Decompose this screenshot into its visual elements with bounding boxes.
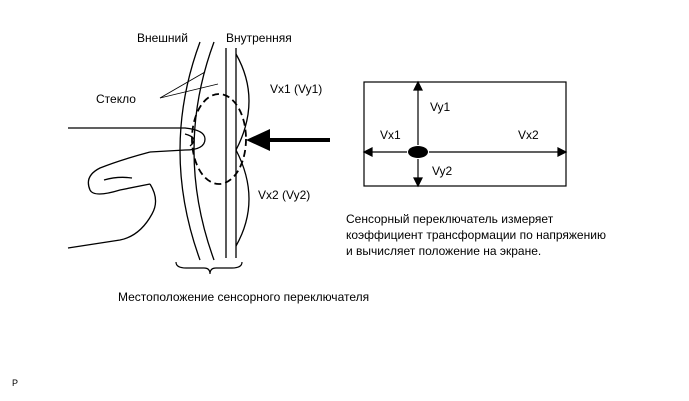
glass-leader-2 bbox=[159, 83, 219, 99]
vy1-arrow-head bbox=[413, 80, 423, 91]
vx2-arrow-head bbox=[557, 147, 568, 157]
vx2-label: Vx2 bbox=[518, 128, 539, 142]
location-brace bbox=[175, 261, 243, 275]
vx1-arrow-head bbox=[362, 147, 373, 157]
corner-mark: P bbox=[12, 378, 19, 388]
knuckle-line bbox=[103, 176, 133, 181]
inner-layer-bulge-bottom bbox=[235, 149, 250, 247]
touch-point-dot bbox=[408, 146, 428, 158]
glass-leader-1 bbox=[159, 71, 206, 99]
vx1-vy1-label: Vx1 (Vy1) bbox=[270, 82, 323, 96]
hand-lower-outline bbox=[67, 183, 157, 249]
vy1-label: Vy1 bbox=[430, 100, 451, 114]
outer-layer-curve-2 bbox=[193, 41, 215, 261]
inner-layer-bulge-top bbox=[235, 53, 250, 151]
outer-label: Внешний bbox=[137, 31, 188, 45]
touch-area-ellipse bbox=[191, 93, 247, 185]
description-line-2: коэффициент трансформации по напряжению bbox=[346, 228, 606, 242]
vx1-label: Vx1 bbox=[380, 128, 401, 142]
fingernail bbox=[184, 133, 195, 147]
finger-outline bbox=[68, 127, 206, 153]
screen-rectangle bbox=[363, 81, 567, 187]
description-line-1: Сенсорный переключатель измеряет bbox=[346, 212, 554, 226]
vy2-label: Vy2 bbox=[432, 164, 453, 178]
thumb-outline bbox=[87, 151, 151, 195]
description-line-3: и вычисляет положение на экране. bbox=[346, 244, 542, 258]
glass-label: Стекло bbox=[96, 92, 136, 106]
outer-layer-curve bbox=[179, 41, 201, 261]
location-caption: Местоположение сенсорного переключателя bbox=[118, 290, 370, 304]
press-arrow-head bbox=[246, 129, 270, 151]
vx2-vy2-label: Vx2 (Vy2) bbox=[258, 188, 311, 202]
vy2-arrow-head bbox=[413, 177, 423, 188]
inner-label: Внутренняя bbox=[226, 31, 292, 45]
